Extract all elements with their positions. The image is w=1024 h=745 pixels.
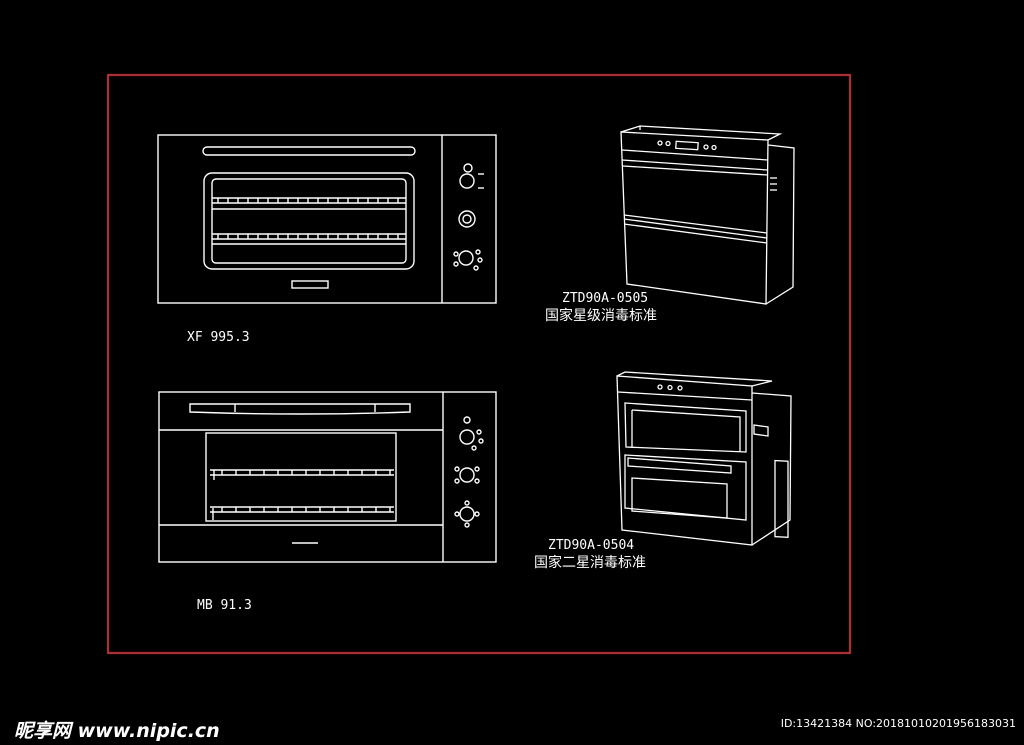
- watermark-site: 昵享网 www.nipic.cn: [14, 720, 220, 742]
- oven-xf-model-label: XF 995.3: [187, 330, 250, 345]
- watermark-id: ID:13421384 NO:20181010201956183031: [780, 717, 1016, 730]
- oven-mb-drawing: [158, 391, 497, 563]
- cabinet-0505-model-label: ZTD90A-0505: [562, 291, 649, 306]
- cabinet-0505-drawing: [620, 125, 795, 305]
- cabinet-0504-model-label: ZTD90A-0504: [548, 538, 635, 553]
- drawing-frame: [107, 74, 851, 654]
- cabinet-0504-drawing: [616, 371, 792, 546]
- oven-mb-model-label: MB 91.3: [197, 598, 252, 613]
- cabinet-0505-standard-label: 国家星级消毒标准: [545, 308, 657, 324]
- cabinet-0504-standard-label: 国家二星消毒标准: [534, 555, 646, 571]
- oven-xf-drawing: [157, 134, 497, 304]
